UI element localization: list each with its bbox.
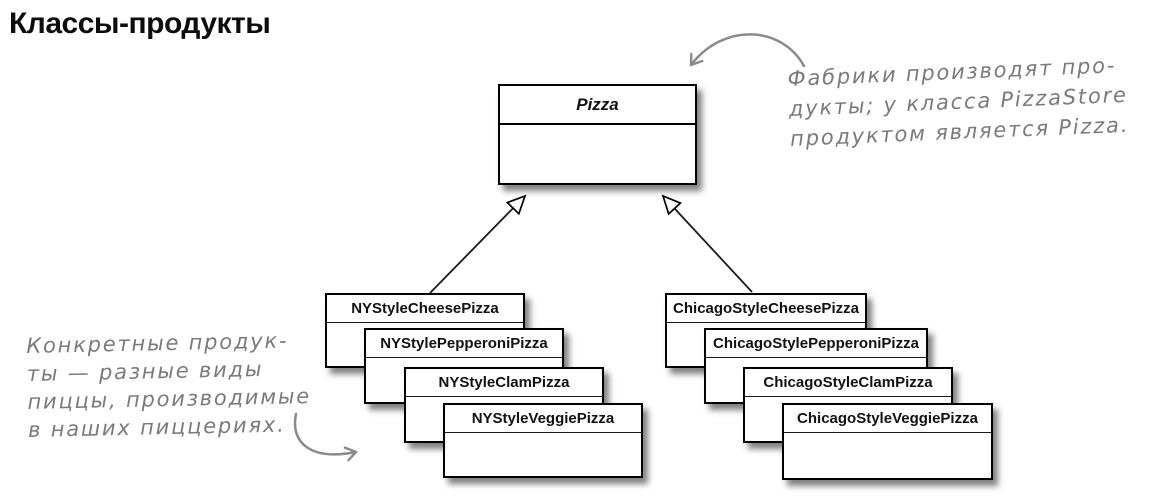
page-title: Классы-продукты	[9, 7, 271, 40]
factory-note-arrow	[689, 33, 806, 68]
class-name-ny-cheese: NYStyleCheesePizza	[327, 295, 523, 323]
class-name-chicago-clam: ChicagoStyleClamPizza	[745, 369, 951, 397]
class-name-ny-pepperoni: NYStylePepperoniPizza	[366, 330, 562, 358]
concrete-note-line: Конкретные продук-	[26, 328, 289, 358]
class-box-ny-veggie: NYStyleVeggiePizza	[443, 403, 643, 478]
class-box-chicago-veggie: ChicagoStyleVeggiePizza	[782, 403, 993, 480]
class-name-chicago-cheese: ChicagoStyleCheesePizza	[667, 295, 865, 323]
class-name-ny-veggie: NYStyleVeggiePizza	[445, 405, 641, 433]
inheritance-arrow-ny	[429, 194, 527, 294]
class-name-ny-clam: NYStyleClamPizza	[406, 369, 602, 397]
class-name-chicago-veggie: ChicagoStyleVeggiePizza	[784, 405, 991, 433]
factory-note: Фабрики производят про- дукты; у класса …	[787, 50, 1130, 154]
class-name-chicago-pepperoni: ChicagoStylePepperoniPizza	[706, 330, 926, 358]
inheritance-arrow-chicago	[661, 194, 753, 293]
concrete-note-line: в наших пиццериях.	[27, 412, 286, 442]
class-name-pizza: Pizza	[500, 86, 695, 125]
class-body-pizza	[500, 125, 695, 183]
concrete-note: Конкретные продук- ты — разные виды пицц…	[26, 326, 312, 444]
class-box-pizza: Pizza	[498, 84, 697, 185]
